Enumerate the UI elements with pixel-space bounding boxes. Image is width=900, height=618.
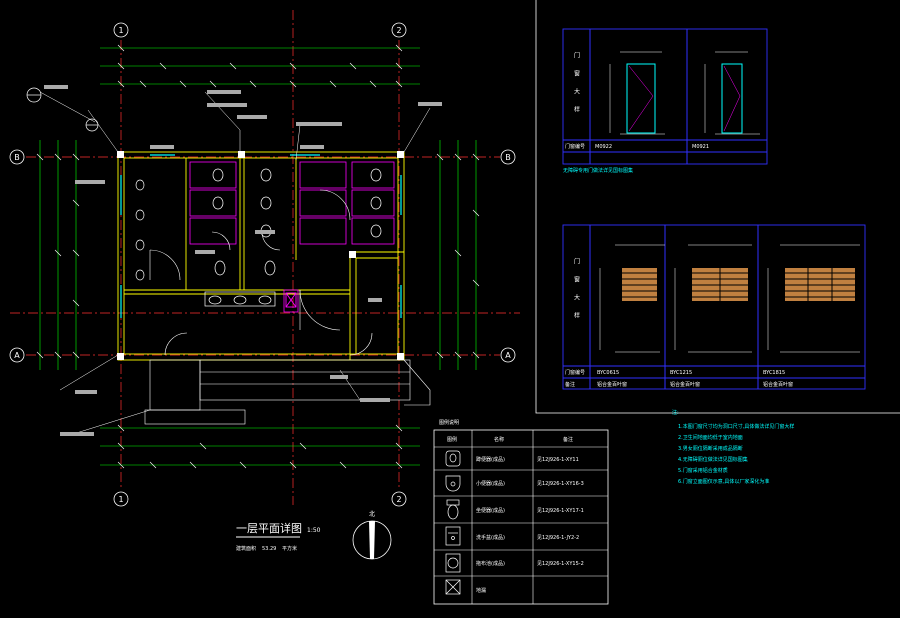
axis-b-right-label: B <box>505 153 511 162</box>
legend-header-name: 名称 <box>494 436 504 443</box>
window-remark-3: 铝合金百叶窗 <box>763 381 793 388</box>
door-type-2: M0921 <box>692 144 709 150</box>
plan-area-unit: 平方米 <box>282 545 297 552</box>
door-schedule: 门窗大样 门窗编号 M0922 M0921 无障碍专用门做法详见国标图集 <box>562 28 768 174</box>
legend-header-note: 备注 <box>563 436 573 443</box>
accessible-toilet-fixture <box>285 292 297 308</box>
toilet-stalls <box>189 161 395 313</box>
axis-b-right-bubble <box>500 149 516 165</box>
legend-name-3: 坐便器(成品) <box>476 507 505 514</box>
window-schedule: 门窗大样 门窗编号 备注 BYC0615 BYC1215 BYC1815 铝合金… <box>562 224 866 390</box>
door-schedule-heading: 门窗大样 <box>573 51 580 124</box>
sitting-toilet-icon <box>446 499 460 520</box>
window-remark-2: 铝合金百叶窗 <box>670 381 700 388</box>
legend-note-4: 见12J926-1-JY2-2 <box>537 535 579 541</box>
plan-annotations <box>44 85 442 436</box>
axis-1-bottom-label: 1 <box>118 495 123 504</box>
note-line-2: 2.卫生间地面均低于室内地面 <box>678 434 743 441</box>
floor-plan: 1 2 1 2 B B A A <box>9 10 520 560</box>
leader-lines <box>39 91 431 436</box>
axis-2-bottom-bubble <box>391 491 407 507</box>
legend-name-2: 小便器(成品) <box>476 480 505 487</box>
window-schedule-row-label: 门窗编号 <box>565 369 585 376</box>
toilet-fixtures <box>135 168 382 307</box>
mop-sink-icon <box>445 553 461 573</box>
legend-note-1: 见12J926-1-XY11 <box>537 457 579 463</box>
plan-title-block: 一层平面详图 1:50 建筑面积 53.29 平方米 <box>236 521 321 552</box>
plan-subtitle: 建筑面积 <box>236 545 256 552</box>
axis-b-left-bubble <box>9 149 25 165</box>
column-posts <box>117 151 404 360</box>
legend-name-5: 拖布池(成品) <box>476 560 505 567</box>
squat-toilet-icon <box>445 450 461 467</box>
axis-1-top-label: 1 <box>118 26 123 35</box>
legend-table: 图例说明 图例 名称 备注 蹲便器(成品) 见12J926-1-XY11 小便 <box>433 419 609 605</box>
door-swings <box>149 189 373 356</box>
axis-lines <box>10 10 520 505</box>
north-label: 北 <box>369 510 375 518</box>
entrance-steps <box>144 359 431 425</box>
axis-2-top-bubble <box>391 22 407 38</box>
louver-window-1 <box>622 268 657 301</box>
louver-window-2 <box>692 268 748 301</box>
door-type-1: M0922 <box>595 144 612 150</box>
washbasin-icon <box>445 526 461 546</box>
note-line-6: 6.门窗立面图仅示意,具体以厂家深化为准 <box>678 478 769 485</box>
axis-2-bottom-label: 2 <box>396 495 401 504</box>
axis-1-bottom-bubble <box>113 491 129 507</box>
door-schedule-row-label: 门窗编号 <box>565 143 585 150</box>
index-symbol <box>26 87 99 132</box>
louver-window-3 <box>785 268 855 301</box>
window-schedule-heading: 门窗大样 <box>573 257 580 330</box>
legend-title: 图例说明 <box>439 419 459 426</box>
plan-area: 53.29 <box>262 546 276 552</box>
legend-note-3: 见12J926-1-XY17-1 <box>537 508 584 514</box>
windows <box>120 154 402 318</box>
note-line-4: 4.无障碍厕位做法详见国标图集 <box>678 456 748 463</box>
sheet-divider <box>535 0 900 414</box>
window-type-1: BYC0615 <box>597 370 619 376</box>
window-type-2: BYC1215 <box>670 370 692 376</box>
note-line-5: 5.门窗采用铝合金材质 <box>678 467 728 474</box>
notes-heading: 注: <box>672 409 679 416</box>
legend-header-icon: 图例 <box>447 436 457 443</box>
legend-name-4: 洗手盆(成品) <box>476 534 505 541</box>
plan-scale: 1:50 <box>307 527 321 534</box>
plan-title: 一层平面详图 <box>236 521 302 535</box>
window-type-3: BYC1815 <box>763 370 785 376</box>
axis-a-left-bubble <box>9 347 25 363</box>
dimension-ticks <box>36 44 480 469</box>
axis-2-top-label: 2 <box>396 26 401 35</box>
floor-drain-icon <box>445 579 461 595</box>
legend-name-6: 地漏 <box>476 587 486 594</box>
axis-labels: 1 2 1 2 B B A A <box>14 26 511 504</box>
north-arrow: 北 <box>352 510 392 560</box>
axis-bubbles <box>9 22 516 507</box>
window-remark-1: 铝合金百叶窗 <box>597 381 627 388</box>
axis-a-right-bubble <box>500 347 516 363</box>
axis-b-left-label: B <box>14 153 20 162</box>
notes-block: 注: 1.本图门窗尺寸均为洞口尺寸,具体做法详见门窗大样 2.卫生间地面均低于室… <box>672 409 794 485</box>
exterior-walls <box>117 151 405 361</box>
axis-1-top-bubble <box>113 22 129 38</box>
axis-a-left-label: A <box>14 351 20 360</box>
door-schedule-note: 无障碍专用门做法详见国标图集 <box>563 167 633 174</box>
window-schedule-remark-label: 备注 <box>565 381 575 388</box>
axis-a-right-label: A <box>505 351 511 360</box>
legend-note-5: 见12J926-1-XY15-2 <box>537 561 584 567</box>
dimension-lines <box>39 47 477 466</box>
note-line-3: 3.男女厕位隔断采用成品隔断 <box>678 445 743 452</box>
urinal-icon <box>445 475 461 492</box>
note-line-1: 1.本图门窗尺寸均为洞口尺寸,具体做法详见门窗大样 <box>678 423 794 430</box>
legend-name-1: 蹲便器(成品) <box>476 456 505 463</box>
legend-note-2: 见12J926-1-XY16-3 <box>537 481 584 487</box>
